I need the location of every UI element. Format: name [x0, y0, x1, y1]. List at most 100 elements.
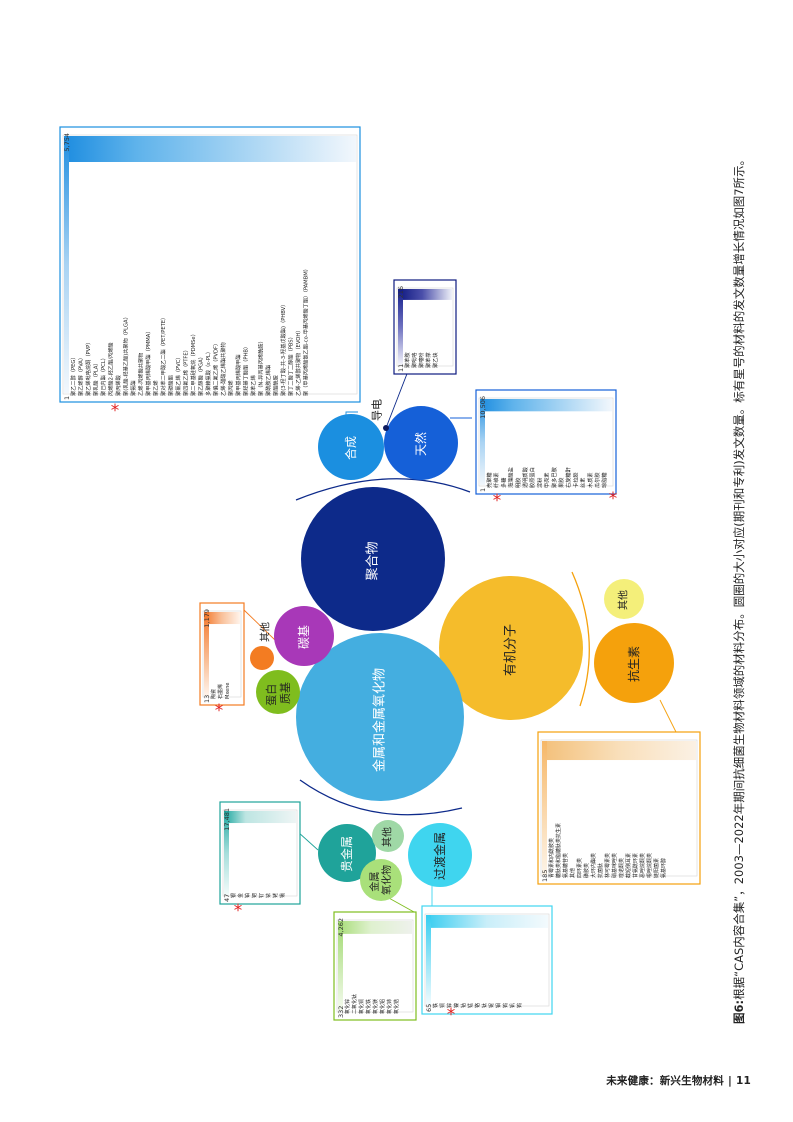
label-antibiotic: 抗生素 — [626, 646, 641, 682]
bubble-organic — [439, 576, 583, 720]
panel-item-label: 聚丙烯 — [227, 380, 235, 396]
label-other-yellow: 其他 — [617, 590, 630, 610]
panel-item-label: 聚对苯二甲酸乙二酯（PET/PETE） — [159, 315, 167, 396]
panel-item-label: 铬 — [474, 1003, 481, 1008]
panel-item-label: 磺胺类 — [583, 863, 590, 878]
bubble-labels: 聚合物 合成 天然 导电 有机分子 其他 抗生素 金属和金属氧化物 碳基 其他 … — [259, 399, 642, 895]
panel-item-label: 聚多巴胺 — [550, 467, 558, 488]
panel-min-label: 1 — [63, 396, 71, 400]
label-other-carbon: 其他 — [259, 622, 272, 642]
panel-heat-strip — [338, 921, 412, 934]
panel-item-label: 青霉素和内酰胺类 — [548, 838, 555, 878]
panel-item-label: 木质素 — [586, 472, 594, 488]
label-metal-oxide: 金属和金属氧化物 — [372, 668, 388, 772]
bubble-polymer — [301, 487, 445, 631]
panel-item-label: 钌 — [258, 893, 265, 898]
panel-item-label: 丝素 — [579, 478, 587, 488]
panel-item-label: 林可霉素类 — [604, 853, 611, 878]
bubble-oxides-small — [360, 859, 402, 901]
panel-item-label: 聚四氟乙烯（PTFE） — [182, 347, 190, 396]
panel-item-label: 果胶 — [557, 478, 565, 488]
bubble-other-yellow — [604, 579, 644, 619]
panel-item-label: Mxene — [225, 683, 231, 699]
panel-item-label: 明胶 — [514, 478, 522, 488]
connector-conductive — [385, 365, 411, 429]
panel-item-label: 聚氯乙烯（PVC） — [174, 355, 182, 396]
figure-caption-label: 图6: — [732, 1000, 746, 1024]
star-precious: * — [234, 901, 243, 921]
panel-item-label: 石墨烯 — [217, 684, 224, 699]
panel-item-label: 抗菌肽 — [597, 863, 604, 878]
label-transition: 过渡金属 — [432, 832, 447, 880]
label-synthetic: 合成 — [343, 436, 358, 460]
page-number: 11 — [735, 1075, 751, 1087]
bubble-transition — [408, 823, 472, 887]
panel-item-label: 四环素类 — [576, 858, 583, 878]
bubble-metal-oxide — [296, 633, 464, 801]
bubble-protein — [256, 670, 300, 714]
legend-panels: 5,7541聚乙二醇（PEG）聚乙烯醇（PVA）聚乙烯吡咯烷酮（PVP）聚乳酸（… — [59, 126, 701, 1021]
star-natural: * — [609, 489, 618, 509]
panel-item-label: 钨 — [516, 1003, 523, 1008]
label-other-metal: 其他 — [381, 827, 394, 847]
panel-item-label: 聚(乳酸-羟基乙酸)共聚物（PLGA） — [122, 314, 130, 396]
panel-item-label: 聚氨酯 — [129, 380, 137, 396]
arc-metal-left — [299, 779, 463, 816]
panel-grid — [202, 610, 242, 698]
label-polymer: 聚合物 — [366, 541, 381, 580]
panel-heat-strip — [64, 136, 356, 162]
panel-grid — [336, 919, 414, 1013]
panel-grid — [424, 913, 550, 1007]
label-oxides-line1: 金属 — [368, 872, 381, 892]
panel-item-label: 氧化铜 — [358, 999, 365, 1014]
panel-item-label: 铑 — [272, 893, 279, 898]
panel-synthetic: 5,7541聚乙二醇（PEG）聚乙烯醇（PVA）聚乙烯吡咯烷酮（PVP）聚乳酸（… — [59, 126, 361, 403]
panel-color-scale — [204, 612, 209, 696]
panel-item-label: 纤维素 — [492, 472, 500, 488]
panel-item-label: 硝基咪唑类 — [611, 853, 618, 878]
panel-grid — [540, 739, 698, 877]
panel-item-label: 大环内酯类 — [590, 853, 597, 878]
panel-item-label: 聚偏二氟乙烯（PVDF） — [212, 341, 220, 396]
figure-caption: 图6:根据“CAS内容合集”，2003—2022年期间抗细菌生物材料领域的材料分… — [732, 154, 746, 1024]
panel-item-label: 海藻酸盐 — [507, 467, 515, 488]
panel-item-label: 聚吡咯 — [410, 352, 418, 368]
panel-item-label: 聚甲基丙烯酸甲酯（PMMA） — [144, 328, 152, 396]
panel-item-label: 聚（N-异丙基丙烯酰胺） — [257, 338, 265, 396]
panel-min-label: 13 — [203, 695, 211, 703]
star-carbon: * — [215, 701, 224, 721]
group-arcs — [295, 478, 590, 816]
panel-max-label: 216 — [397, 286, 405, 298]
panel-heat-strip — [426, 915, 548, 928]
panel-item-label: 氧化铁 — [365, 999, 372, 1014]
panel-item-label: 镍 — [453, 1003, 460, 1008]
panel-color-scale — [542, 741, 547, 875]
panel-item-label: 钼 — [495, 1003, 502, 1008]
panel-natural: 10,5061壳聚糖纤维素多糖海藻酸盐明胶透明质酸胶原蛋白淀粉甲壳素聚多巴胺果胶… — [475, 389, 617, 495]
label-precious: 贵金属 — [339, 836, 354, 872]
panel-item-label: 喹诺酮类 — [618, 858, 625, 878]
panel-item-label: 铜 — [439, 1003, 446, 1008]
panel-item-label: 聚苯胺 — [403, 352, 411, 368]
panel-item-label: 铱 — [265, 893, 272, 898]
panel-min-label: 11 — [397, 364, 405, 372]
panel-item-label: 乙烯-丙烯酸共聚物 — [137, 353, 145, 396]
bubble-precious — [318, 824, 376, 882]
label-carbon: 碳基 — [297, 625, 311, 649]
figure-caption-text: 根据“CAS内容合集”，2003—2022年期间抗细菌生物材料领域的材料分布。圆… — [732, 154, 746, 1000]
panel-item-label: 聚碳酸酯 — [167, 375, 175, 396]
bubble-other-green — [372, 820, 404, 852]
panel-item-label: 钯 — [251, 893, 258, 898]
panel-item-label: 聚乙醇酸（PGA） — [197, 354, 205, 396]
panel-color-scale — [480, 399, 485, 485]
panel-color-scale — [398, 289, 403, 365]
panel-item-label: 聚酰胺乙烯酯 — [264, 365, 272, 396]
panel-item-label: 聚乙炔 — [431, 352, 439, 368]
label-conductive: 导电 — [371, 399, 384, 421]
panel-item-label: 瓜尔胶 — [593, 472, 601, 488]
panel-item-label: 铁 — [432, 1003, 439, 1008]
